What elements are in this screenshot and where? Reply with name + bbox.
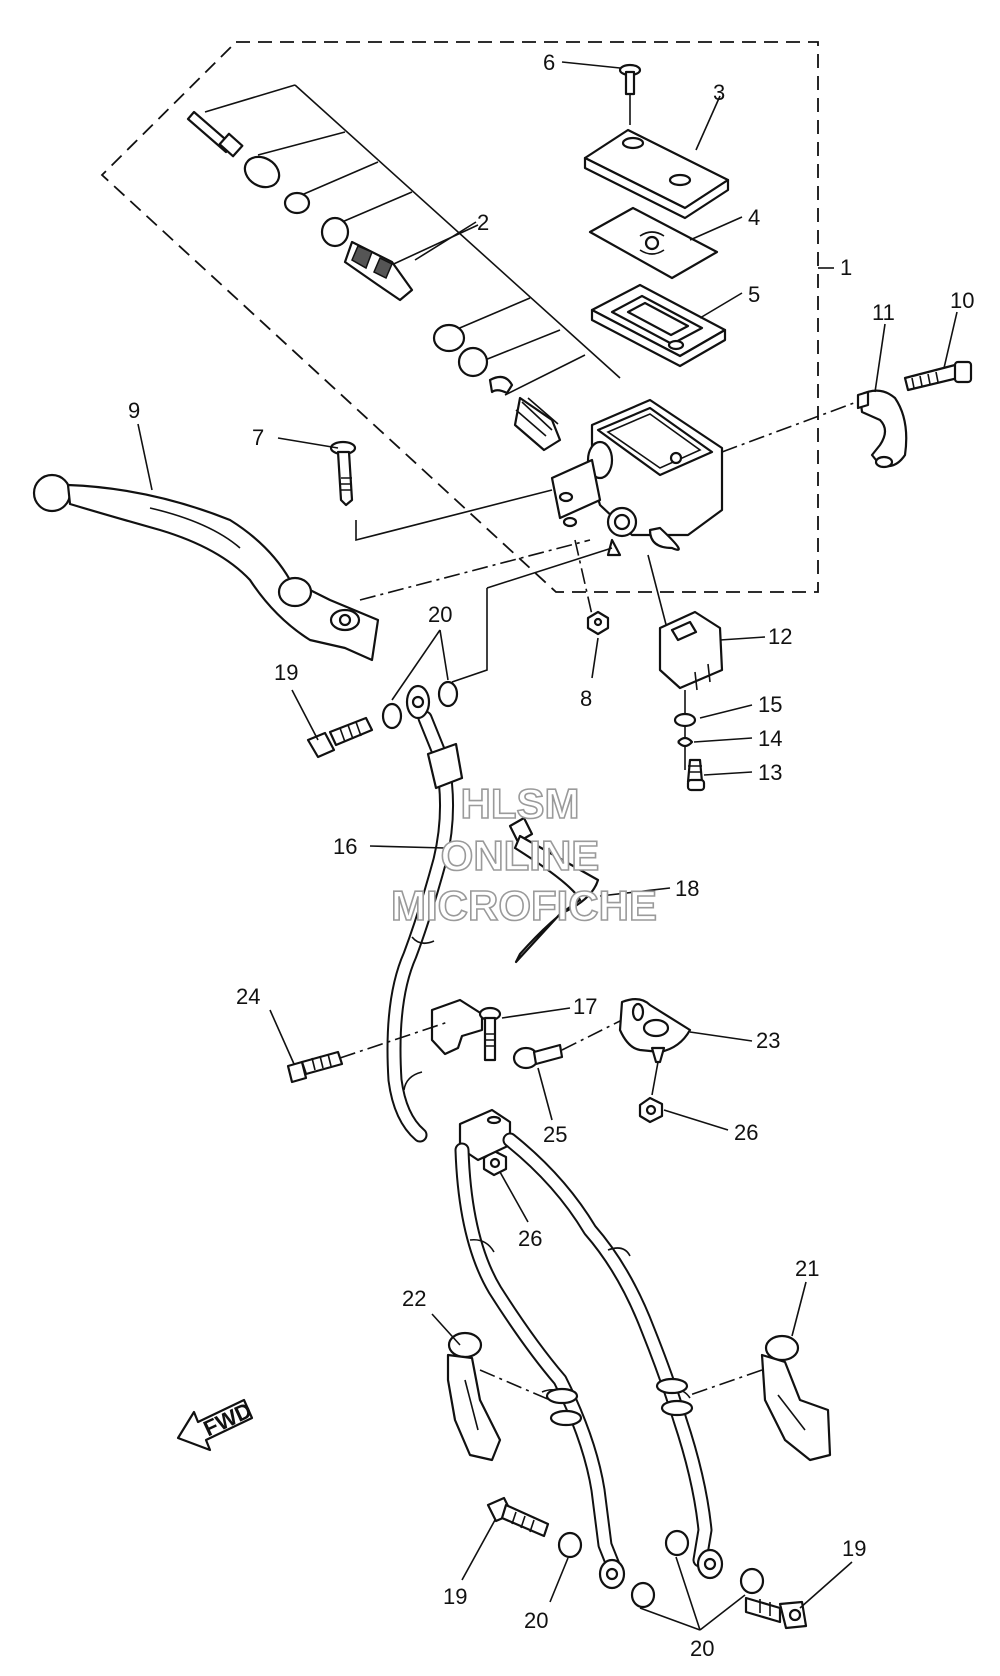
right-hose-grommet-1 <box>655 1377 689 1395</box>
bracket-nut <box>638 1096 664 1124</box>
upper-union-bolt <box>306 716 374 759</box>
switch-washer <box>673 712 697 728</box>
callout-19-lower-left: 19 <box>443 1584 467 1609</box>
brake-hose-left <box>454 1142 623 1578</box>
callout-25: 25 <box>543 1122 567 1147</box>
hose-holder-right <box>760 1334 832 1462</box>
brake-lever <box>32 473 380 662</box>
holder-bolt <box>903 360 973 392</box>
callout-20-upper: 20 <box>428 602 452 627</box>
forward-arrow: FWD <box>176 1397 256 1452</box>
watermark-line-3: MICROFICHE <box>391 882 657 929</box>
bolt-25-center-line <box>561 1019 623 1051</box>
switch-circlip <box>677 736 694 748</box>
callout-6: 6 <box>543 50 555 75</box>
callout-20-lower-right: 20 <box>690 1636 714 1661</box>
callout-10: 10 <box>950 288 974 313</box>
callout-9: 9 <box>128 398 140 423</box>
lower-copper-washer-1 <box>557 1531 583 1559</box>
watermark-line-1: HLSM <box>461 780 580 827</box>
lever-pivot-line <box>359 539 591 601</box>
callout-16: 16 <box>333 834 357 859</box>
callout-12: 12 <box>768 624 792 649</box>
callout-8: 8 <box>580 686 592 711</box>
callout-18: 18 <box>675 876 699 901</box>
callout-15: 15 <box>758 692 782 717</box>
lever-guide-line <box>355 489 553 542</box>
callout-26-joint: 26 <box>518 1226 542 1251</box>
callout-14: 14 <box>758 726 782 751</box>
callout-17: 17 <box>573 994 597 1019</box>
brake-hose-upper <box>386 684 464 1143</box>
joint-bolt <box>512 1043 564 1070</box>
lower-right-union-bolt <box>744 1596 808 1630</box>
callout-labels: 1 2 3 4 5 6 7 8 9 10 11 12 13 14 15 16 1… <box>128 50 974 1661</box>
master-cylinder-body <box>550 398 724 557</box>
master-cylinder-assembly-boundary <box>100 41 819 593</box>
lower-right-banjo <box>696 1548 724 1580</box>
clamp-center-line <box>721 399 863 453</box>
right-hose-grommet-2 <box>660 1399 694 1417</box>
bracket-23-stud-line <box>651 1061 659 1096</box>
hose-guide <box>430 998 502 1062</box>
callout-7: 7 <box>252 425 264 450</box>
callout-4: 4 <box>748 205 760 230</box>
left-hose-grommet-1 <box>545 1387 579 1405</box>
callout-26-bracket: 26 <box>734 1120 758 1145</box>
master-cylinder-kit <box>186 110 562 452</box>
switch-screw <box>686 758 706 792</box>
hose-holder-left <box>446 1331 502 1462</box>
diaphragm <box>590 283 727 368</box>
lower-copper-washer-3 <box>664 1529 690 1557</box>
forward-arrow-label: FWD <box>200 1397 256 1441</box>
lever-nut <box>586 610 610 636</box>
callout-5: 5 <box>748 282 760 307</box>
lower-copper-washer-2 <box>630 1581 656 1609</box>
front-brake-switch <box>658 610 724 691</box>
hose-joint-bracket <box>618 998 692 1064</box>
lever-pivot-bolt <box>329 440 357 507</box>
callout-19-upper: 19 <box>274 660 298 685</box>
holder-21-center-line <box>689 1369 763 1396</box>
watermark: HLSM ONLINE MICROFICHE <box>390 779 658 930</box>
callout-13: 13 <box>758 760 782 785</box>
callout-19-lower-right: 19 <box>842 1536 866 1561</box>
hose-guide-bolt <box>286 1050 344 1084</box>
callout-24: 24 <box>236 984 260 1009</box>
diaphragm-plate <box>588 206 719 280</box>
callout-3: 3 <box>713 80 725 105</box>
lower-left-union-bolt <box>486 1496 550 1538</box>
piston-kit-guide-lines <box>204 84 621 396</box>
upper-copper-washer-2 <box>437 680 459 708</box>
callout-22: 22 <box>402 1286 426 1311</box>
callout-1: 1 <box>840 255 852 280</box>
nut-center-line <box>574 539 596 629</box>
reservoir-cap <box>583 128 730 220</box>
holder-22-center-line <box>479 1369 551 1401</box>
master-cylinder-holder <box>856 389 908 469</box>
watermark-line-2: ONLINE <box>441 832 600 879</box>
reservoir-cap-screw <box>618 63 642 125</box>
callout-23: 23 <box>756 1028 780 1053</box>
banjo-guide-line <box>451 547 613 683</box>
left-hose-grommet-2 <box>549 1409 583 1427</box>
lower-copper-washer-4 <box>739 1567 765 1595</box>
callout-2: 2 <box>477 210 489 235</box>
callout-11: 11 <box>872 300 895 325</box>
callout-leaders <box>137 61 958 1631</box>
upper-copper-washer-1 <box>381 702 403 730</box>
bolt-24-center-line <box>339 1021 449 1059</box>
cable-tie <box>508 816 600 964</box>
lower-left-banjo <box>598 1558 626 1590</box>
callout-21: 21 <box>795 1256 819 1281</box>
callout-20-lower-left: 20 <box>524 1608 548 1633</box>
